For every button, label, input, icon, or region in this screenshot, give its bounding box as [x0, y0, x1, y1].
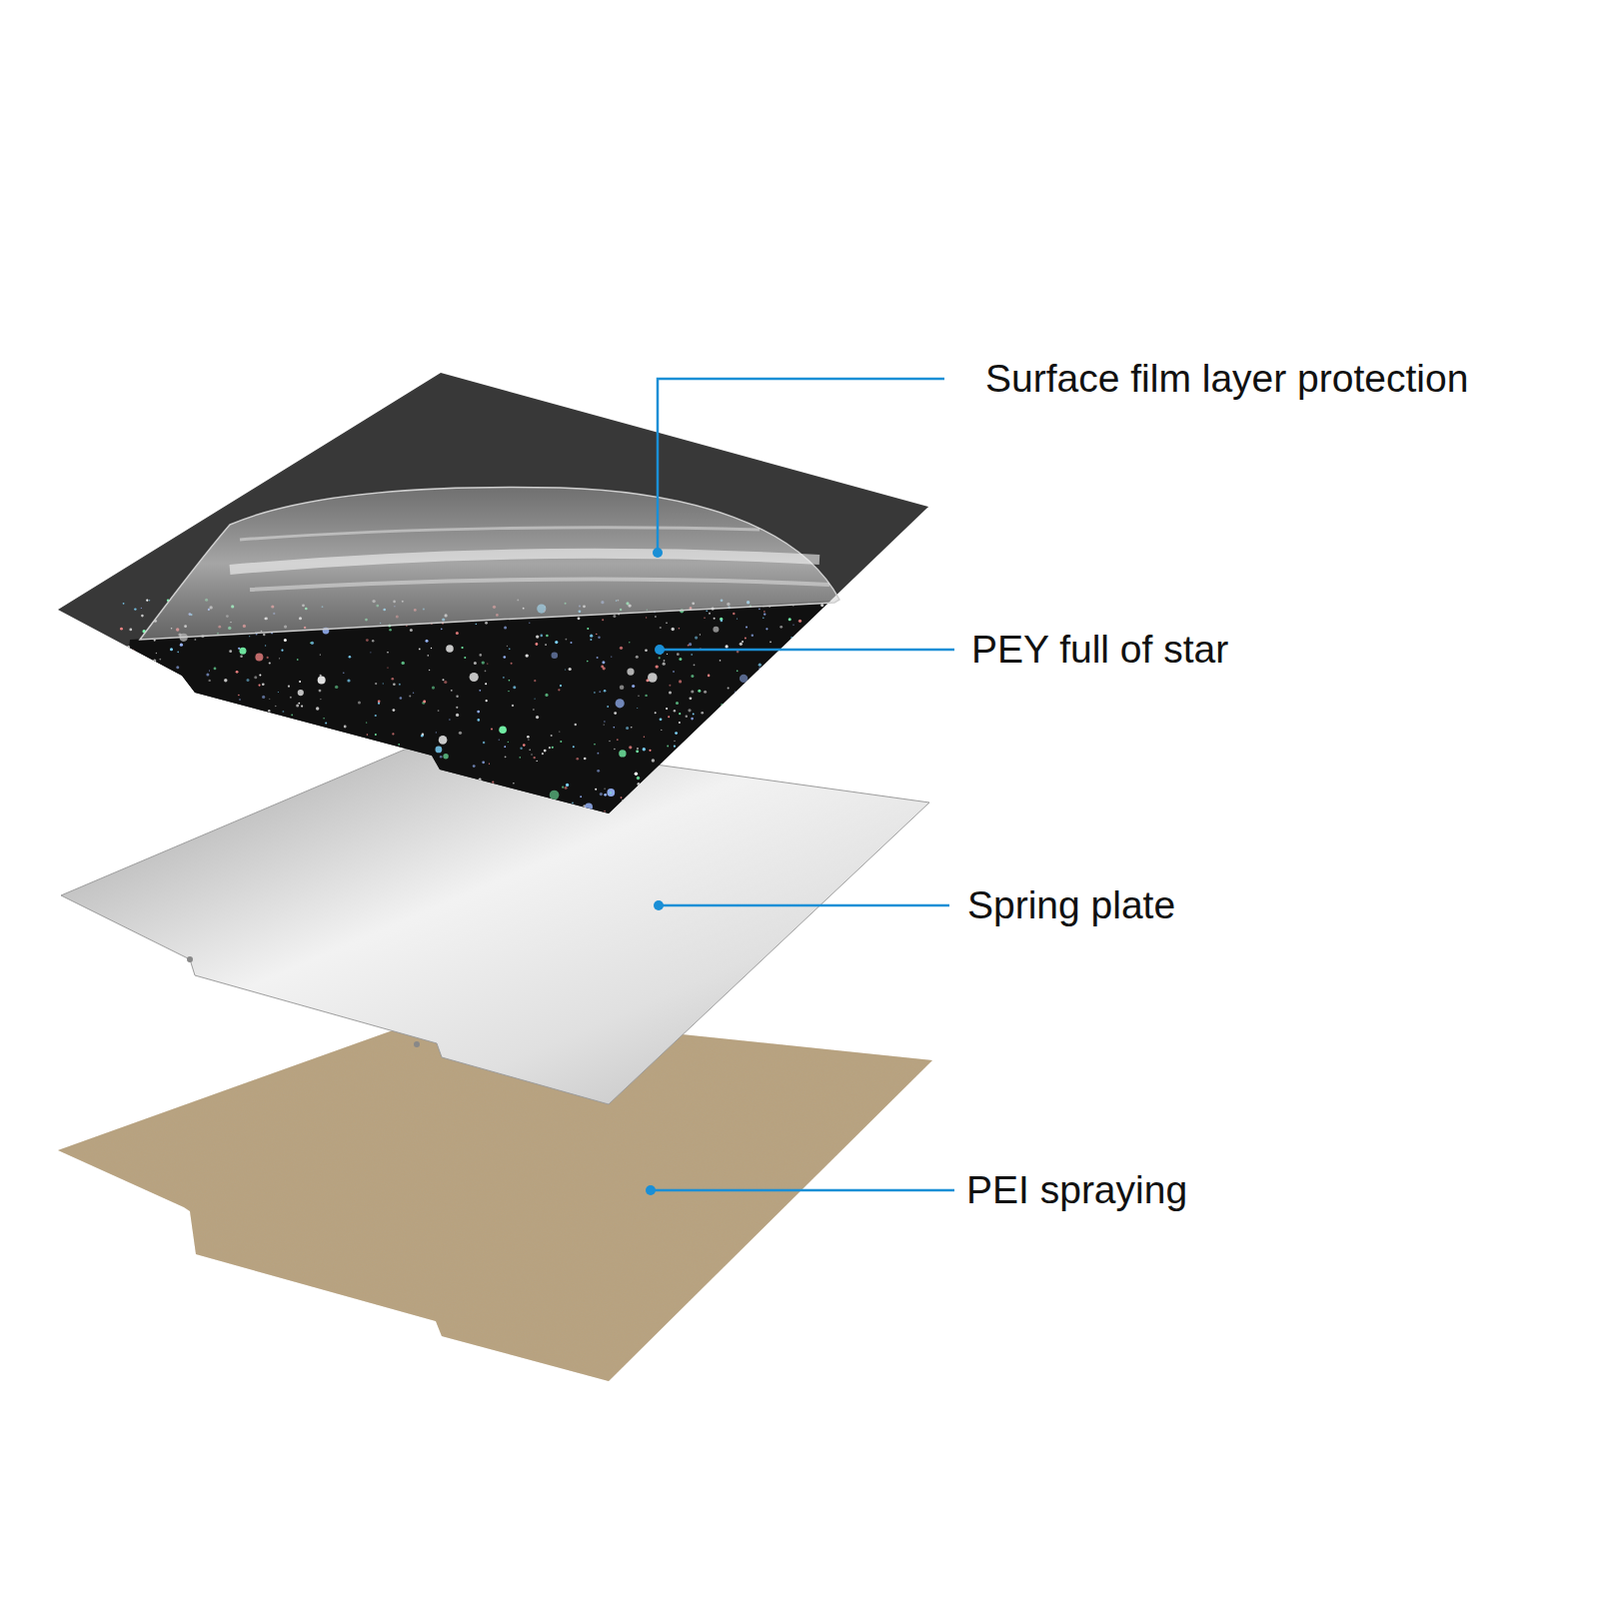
callout-label: Spring plate — [967, 884, 1176, 928]
callout-label: Surface film layer protection — [985, 357, 1469, 401]
protective-film — [139, 486, 840, 640]
callout-label: PEY full of star — [971, 628, 1229, 672]
spring-plate — [60, 734, 930, 1105]
leader-lines — [650, 378, 955, 1191]
callout-label: PEI spraying — [966, 1169, 1188, 1213]
leader-dots — [645, 547, 665, 1196]
